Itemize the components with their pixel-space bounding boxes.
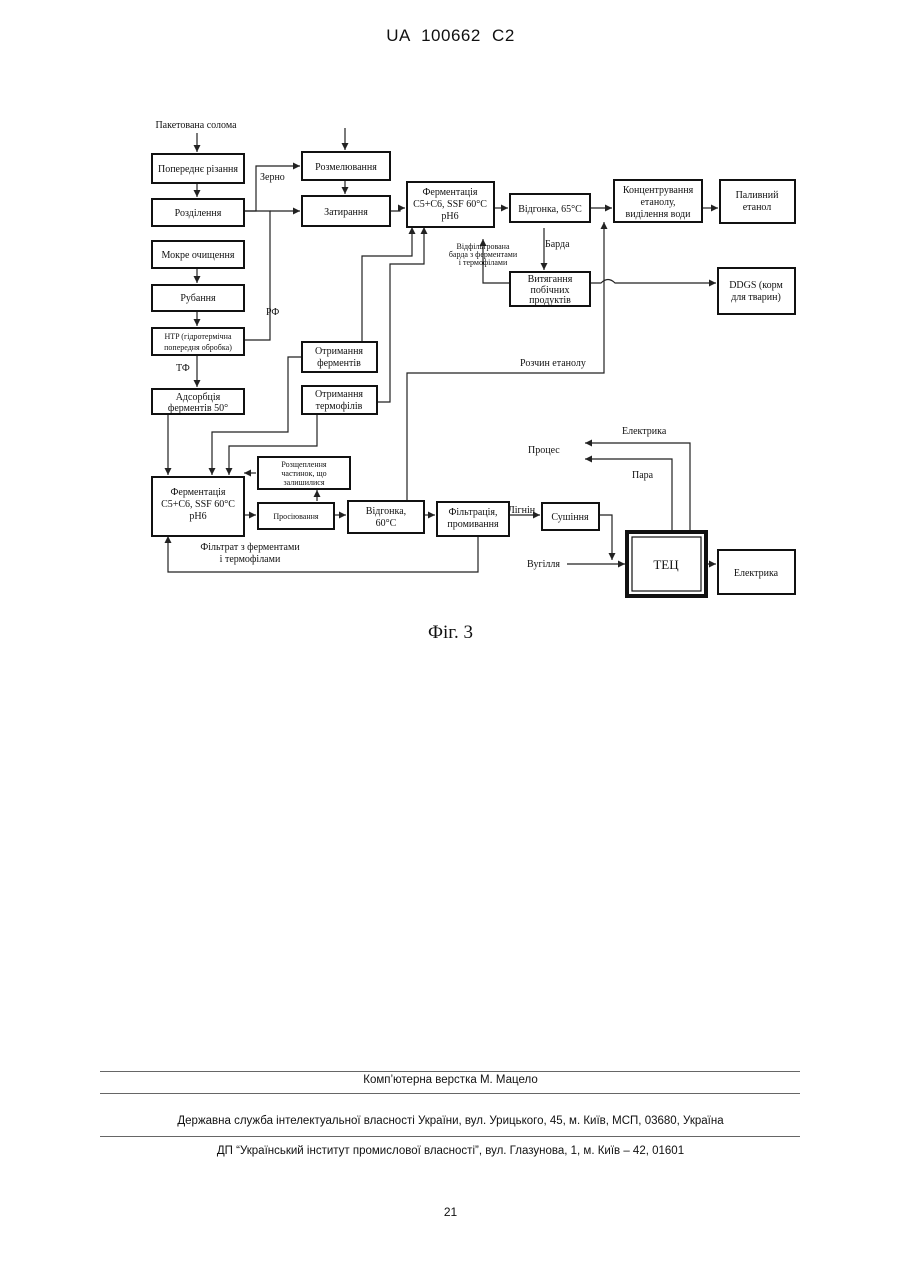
- node-distillation-2-label-1: Відгонка,: [366, 506, 406, 517]
- node-fermentation-1-label-3: pH6: [441, 211, 458, 222]
- node-concentration-label-1: Концентрування: [623, 185, 694, 196]
- label-ethanol-solution: Розчин етанолу: [520, 358, 586, 369]
- node-drying-label: Сушіння: [551, 512, 589, 523]
- label-electricity: Електрика: [622, 426, 667, 437]
- node-grinding-label: Розмелювання: [315, 162, 377, 173]
- node-fuel-ethanol-label-1: Паливний: [736, 190, 780, 201]
- node-pre-cut-label: Попереднє різання: [158, 164, 238, 175]
- node-ddgs-label-1: DDGS (корм: [729, 280, 783, 291]
- footer-rule-2: [100, 1093, 800, 1094]
- node-fermentation-1-label-2: C5+C6, SSF 60°C: [413, 199, 487, 210]
- label-tf: ТФ: [176, 363, 190, 374]
- node-fuel-ethanol-label-2: етанол: [743, 202, 772, 213]
- node-concentration-label-2: етанолу,: [640, 197, 675, 208]
- node-tec-label: ТЕЦ: [653, 557, 679, 572]
- node-filtration-label-2: промивання: [447, 519, 499, 530]
- node-particle-splitting-label-1: Розщеплення: [281, 460, 327, 469]
- node-get-enzymes-label-2: ферментів: [317, 358, 361, 369]
- node-distillation-2-label-2: 60°C: [376, 518, 397, 529]
- label-filtrate-2: і термофілами: [220, 554, 281, 565]
- node-distillation-1-label: Відгонка, 65°C: [518, 204, 582, 215]
- label-rf: РФ: [266, 307, 279, 318]
- node-particle-splitting-label-3: залишилися: [284, 478, 325, 487]
- node-chopping-label: Рубання: [180, 293, 216, 304]
- label-process: Процес: [528, 445, 560, 456]
- node-fermentation-1-label-1: Ферментація: [423, 187, 478, 198]
- footer-patent-office: Державна служба інтелектуальної власност…: [0, 1115, 901, 1127]
- node-fermentation-2-label-3: pH6: [189, 511, 206, 522]
- node-wet-clean-label: Мокре очищення: [161, 250, 234, 261]
- page-number: 21: [0, 1205, 901, 1219]
- node-byproduct-extraction-label-3: продуктів: [529, 295, 571, 306]
- node-get-enzymes-label-1: Отримання: [315, 346, 363, 357]
- label-stillage: Барда: [545, 239, 570, 250]
- node-mashing-label: Затирання: [324, 207, 368, 218]
- node-ddgs-label-2: для тварин): [731, 292, 781, 303]
- node-get-thermophiles-label-1: Отримання: [315, 389, 363, 400]
- node-get-thermophiles-label-2: термофілів: [316, 401, 363, 412]
- process-flow-diagram: Пакетована солома Попереднє різання Розд…: [0, 0, 901, 640]
- node-adsorption-label-2: ферментів 50°: [168, 403, 228, 414]
- node-electricity-label: Електрика: [734, 568, 779, 579]
- node-htp-label-1: HTP (гідротермічна: [164, 332, 231, 341]
- node-concentration-label-3: виділення води: [626, 209, 692, 220]
- label-coal: Вугілля: [527, 559, 560, 570]
- node-adsorption-label-1: Адсорбція: [176, 392, 221, 403]
- label-grain: Зерно: [260, 172, 285, 183]
- label-filtered-stillage-3: і термофілами: [459, 258, 508, 267]
- node-particle-splitting-label-2: частинок, що: [281, 469, 326, 478]
- node-sieving-label: Просіювання: [273, 512, 319, 521]
- node-separation-label: Розділення: [175, 208, 222, 219]
- input-straw-label: Пакетована солома: [155, 120, 237, 131]
- footer-rule-3: [100, 1136, 800, 1137]
- footer-layout-credit: Комп’ютерна верстка М. Мацело: [0, 1074, 901, 1086]
- node-ddgs: [718, 268, 795, 314]
- node-filtration-label-1: Фільтрація,: [448, 507, 497, 518]
- node-fermentation-2-label-2: C5+C6, SSF 60°C: [161, 499, 235, 510]
- node-byproduct-extraction-label-1: Витягання: [528, 274, 573, 285]
- footer-rule-1: [100, 1071, 800, 1072]
- node-fermentation-2-label-1: Ферментація: [171, 487, 226, 498]
- footer-institute: ДП “Український інститут промислової вла…: [0, 1145, 901, 1157]
- node-htp-label-2: попередня обробка): [164, 343, 232, 352]
- label-steam: Пара: [632, 470, 654, 481]
- figure-caption: Фіг. 3: [0, 622, 901, 644]
- label-lignin: Лігнін: [508, 505, 536, 516]
- label-filtrate-1: Фільтрат з ферментами: [200, 542, 300, 553]
